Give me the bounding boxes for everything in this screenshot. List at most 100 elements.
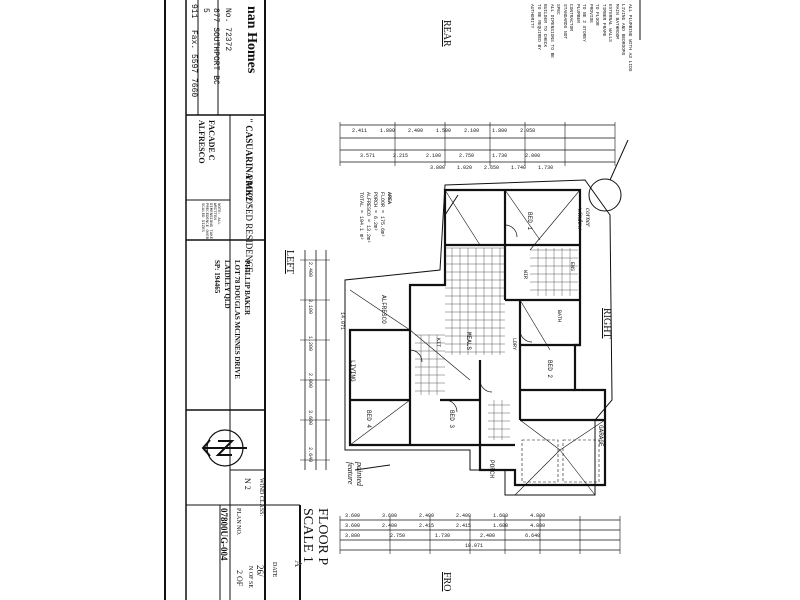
room-bed1: BED 1 (526, 212, 533, 231)
spec-line: PROVIDE (588, 4, 593, 23)
garage-car-outline (521, 439, 600, 483)
room-bed3: BED 3 (448, 410, 455, 429)
dim-top-overall: 14.071 (339, 312, 345, 331)
dim-label: 1.730 (492, 153, 508, 159)
date-value: 26/ (255, 565, 265, 577)
roof-hips (349, 189, 606, 496)
room-bed2: BED 2 (546, 360, 553, 379)
painted-feature-note: painted feature (346, 462, 364, 486)
company-name: nan Homes (244, 6, 259, 74)
dim-left-col: 2.400 3.100 1.200 2.000 3.600 2.640 (307, 262, 313, 462)
title-block-frame (164, 0, 301, 600)
spec-line: ALL PLUMBING WITH A3 LIDS (627, 4, 632, 72)
sheet-label: N OF SE (247, 566, 253, 589)
specs-notes: ALL PLUMBING WITH A3 LIDS LIVING AND BED… (528, 4, 633, 72)
north-arrow-icon (201, 429, 247, 467)
spec-line: STANDARDS NOT (562, 4, 567, 40)
room-laundry: LDRY (511, 338, 517, 351)
dim-top-row2: 3.571 2.215 2.100 2.750 1.730 2.000 (360, 153, 540, 159)
dim-label: 1.600 (493, 523, 509, 529)
dim-label: 3.600 (382, 513, 398, 519)
dim-label: 1.800 (380, 128, 396, 134)
dim-label: 3.600 (307, 410, 313, 426)
date-label: DATE (271, 562, 277, 578)
dim-bottom-overall: 18.071 (465, 543, 484, 549)
room-ens: ENS (569, 262, 575, 272)
locality: LAIDLEY QLD (223, 260, 231, 309)
dim-label: 1.200 (307, 336, 313, 352)
wind-class-value: N 2 (243, 478, 252, 490)
dim-label: 4.800 (530, 523, 546, 529)
dim-label: 3.800 (345, 533, 361, 539)
dim-label: 1.740 (511, 165, 527, 171)
area-porch: PORCH = 6.2m² (372, 192, 378, 232)
room-living: LIVING (349, 360, 356, 382)
room-kitchen: KIT (435, 338, 441, 348)
dim-label: 1.600 (493, 513, 509, 519)
company-fax: Fax. 5597 7660 (189, 30, 198, 98)
painted-feature-annotation (354, 464, 391, 471)
dim-label: 2.400 (419, 513, 435, 519)
dim-label: 1.020 (457, 165, 473, 171)
client-name: PHILLIP BAKER (243, 260, 251, 316)
dim-bottom-row2: 3.600 2.400 2.415 2.415 1.600 4.800 (345, 523, 545, 529)
dim-label: 2.400 (480, 533, 496, 539)
dim-label: 1.730 (538, 165, 554, 171)
dim-label: 2.411 (352, 128, 368, 134)
dim-label: 3.571 (360, 153, 376, 159)
dim-label: 3.600 (345, 523, 361, 529)
dim-label: 4.800 (530, 513, 546, 519)
orientation-rear: REAR (441, 20, 452, 47)
dim-label: 3.800 (430, 165, 446, 171)
dim-label: 2.000 (525, 153, 541, 159)
dim-bottom-row1: 3.600 3.600 2.400 2.400 1.600 4.800 (345, 513, 545, 519)
room-bed4: BED 4 (365, 410, 372, 429)
orientation-right: RIGHT (601, 308, 612, 339)
corner-window-note: corner window (576, 208, 592, 230)
company-address: 877 SOUTHPORT BC (211, 8, 220, 85)
company-suburb: 5 (201, 8, 210, 13)
dim-label: 2.058 (520, 128, 536, 134)
dim-label: 2.400 (382, 523, 398, 529)
dim-label: 1.800 (492, 128, 508, 134)
dim-label: 2.215 (393, 153, 409, 159)
dim-label: 2.100 (426, 153, 442, 159)
dim-label: 2.400 (408, 128, 424, 134)
dim-label: 3.100 (307, 299, 313, 315)
spec-line: EXTERNAL WALLS (607, 4, 613, 42)
facade-label: FACADE C (207, 120, 216, 161)
room-garage: GARAGE (597, 425, 604, 447)
dim-label: 3.600 (345, 513, 361, 519)
orientation-left: LEFT (284, 250, 295, 274)
house-walls (348, 188, 607, 487)
sheet-value: 2 OF (235, 570, 244, 587)
room-alfresco: ALFRESCO (380, 295, 387, 324)
dim-label: 2.415 (419, 523, 435, 529)
dim-label: 1.500 (436, 128, 452, 134)
area-alfresco: ALFRESCO = 13.2m² (365, 192, 371, 244)
dim-label: 1.730 (435, 533, 451, 539)
room-bath: BATH (556, 310, 562, 323)
dimension-lines (300, 122, 621, 554)
area-floor: FLOOR = 175.6m² (379, 192, 385, 238)
dim-top-row3: 3.800 1.020 2.650 1.740 1.730 (430, 165, 553, 171)
spec-line: TO BE 2 STOREY (581, 4, 587, 42)
spec-line: ALL DIMENSIONS TO BE (549, 4, 554, 59)
dim-label: 2.400 (456, 513, 472, 519)
spec-line: MAIN BATHROOM (614, 4, 619, 40)
corner-window-annotation (588, 139, 629, 212)
orientation-front: FRO (441, 572, 452, 592)
spec-line: BUILDER TO CHECK (542, 4, 548, 48)
spec-line: CONTRACTOR (568, 4, 574, 32)
door-swings (409, 224, 533, 413)
spec-line: TO FLOOR (594, 4, 600, 26)
drawing-title: FLOOR P (315, 508, 330, 566)
wind-class-label: WIND CLASS: (258, 478, 264, 517)
alfresco-option: ALFRESCO (197, 120, 206, 164)
area-total: TOTAL = 194.1 m² (358, 192, 364, 241)
sp-number: SP: 194465 (213, 260, 221, 294)
dim-label: 2.400 (307, 262, 313, 278)
dim-label: 2.000 (307, 373, 313, 389)
